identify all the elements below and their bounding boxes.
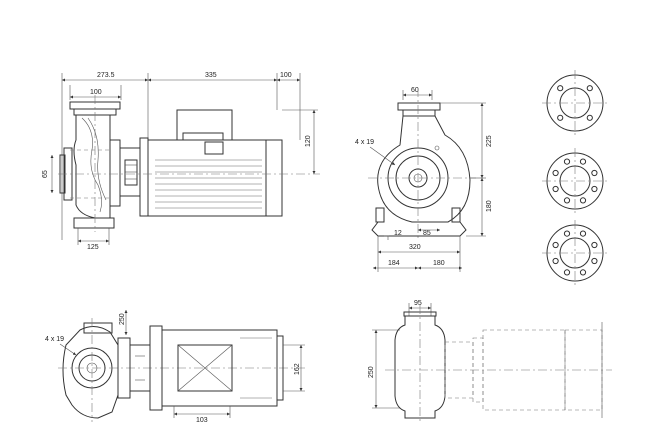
dim-320: 320 (378, 236, 461, 272)
dim-4x19-top: 4 x 19 (45, 336, 77, 356)
dim-65-label: 65 (42, 170, 49, 178)
dim-12-85: 12 85 (377, 228, 440, 272)
dim-180-vertical: 180 (466, 178, 493, 237)
flange-bolt-hole (552, 169, 559, 177)
flange-bolt-hole (591, 257, 598, 265)
dim-100-flange: 100 (69, 85, 122, 100)
flange-bolt-hole (586, 85, 593, 92)
flange-3 (542, 220, 608, 286)
dim-273-5-label: 273.5 (97, 72, 115, 79)
dim-100-motor-end-label: 100 (280, 72, 292, 79)
flange-bolt-hole (552, 257, 559, 265)
flange-bolt-hole (557, 85, 564, 92)
dim-250-top: 250 (119, 310, 128, 335)
flange-2 (542, 148, 608, 214)
dim-180b-label: 180 (433, 260, 445, 267)
flange-bolt-hole (579, 197, 587, 204)
dim-125: 125 (77, 228, 110, 251)
dim-225-label: 225 (486, 135, 493, 147)
dim-4x19-front-label: 4 x 19 (355, 139, 374, 146)
dim-103-label: 103 (196, 417, 208, 424)
flange-bolt-hole (563, 230, 571, 237)
flange-1 (542, 70, 608, 136)
flange-bolt-hole (579, 230, 587, 237)
dim-162-label: 162 (294, 363, 301, 375)
flange-bolt-hole (552, 185, 559, 193)
dim-125-label: 125 (87, 244, 99, 251)
dim-12-label: 12 (394, 230, 402, 237)
dim-60: 60 (402, 87, 433, 100)
plan-view: 95 250 (368, 300, 612, 424)
dim-120-label: 120 (305, 135, 312, 147)
flange-bolt-hole (552, 241, 559, 249)
dim-250-plan-label: 250 (368, 366, 375, 378)
pump-casing-side (59, 95, 121, 232)
dim-335-label: 335 (205, 72, 217, 79)
flange-bolt-hole (579, 158, 587, 165)
dim-250-plan: 250 (368, 329, 400, 409)
dim-225: 225 (440, 102, 493, 179)
dim-85-label: 85 (423, 230, 431, 237)
flange-bolt-hole (557, 114, 564, 121)
flange-bolt-hole (563, 269, 571, 276)
dim-162: 162 (283, 344, 305, 392)
dim-60-label: 60 (411, 87, 419, 94)
dim-273-5: 273.5 (62, 72, 148, 82)
flange-bolt-hole (579, 269, 587, 276)
flange-views (542, 70, 608, 286)
dim-4x19-front: 4 x 19 (355, 139, 396, 166)
flange-bolt-hole (563, 197, 571, 204)
top-view: 4 x 19 250 162 (45, 310, 308, 424)
motor-side (58, 109, 320, 217)
dim-320-label: 320 (409, 244, 421, 251)
dim-95-label: 95 (414, 300, 422, 307)
coupling-bracket-side (109, 137, 149, 217)
dim-4x19-top-label: 4 x 19 (45, 336, 64, 343)
volute-casing-front (377, 115, 471, 223)
dim-184-180: 184 180 (373, 260, 462, 270)
flange-bolt-hole (563, 158, 571, 165)
side-view: 273.5 335 100 100 (42, 72, 320, 251)
flange-bolt-hole (591, 185, 598, 193)
dim-65: 65 (42, 155, 54, 193)
front-view: 60 4 x 19 225 1 (355, 87, 493, 272)
dim-120: 120 (282, 109, 318, 174)
dim-335: 335 (148, 72, 277, 82)
dim-184-label: 184 (388, 260, 400, 267)
dim-250-top-label: 250 (119, 313, 126, 325)
dim-100-flange-label: 100 (90, 89, 102, 96)
dim-180-vertical-label: 180 (486, 200, 493, 212)
dim-100-motor-end: 100 (277, 72, 300, 82)
dim-103: 103 (173, 406, 231, 424)
flange-bolt-hole (591, 241, 598, 249)
flange-bolt-hole (586, 114, 593, 121)
flange-bolt-hole (591, 169, 598, 177)
